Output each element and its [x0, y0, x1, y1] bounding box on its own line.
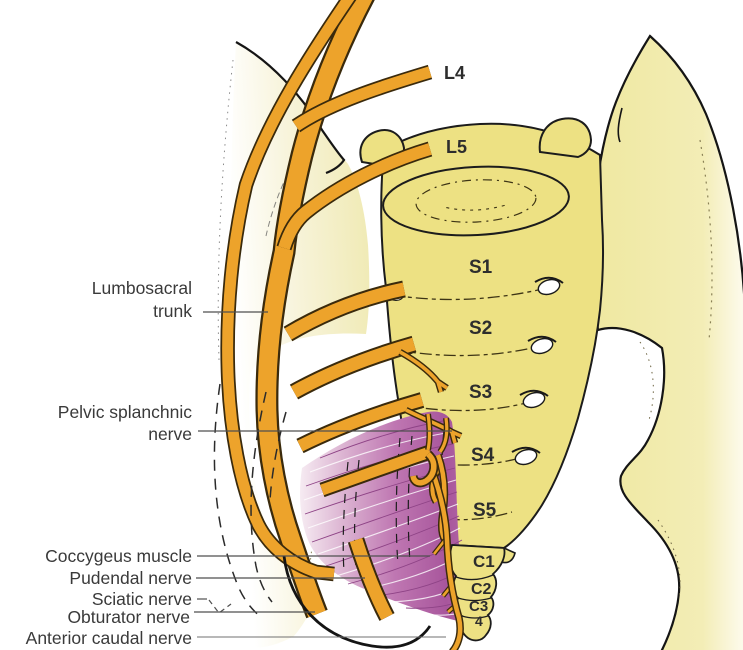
- label-pelvic-splanchnic-line1: Pelvic splanchnic: [58, 402, 192, 422]
- obturator-nerve-shape: [220, 0, 357, 582]
- coccygeus-muscle-shape: [300, 411, 472, 624]
- s2-nerve-root: [289, 335, 449, 400]
- right-hip-bone: [592, 34, 743, 650]
- label-coccygeus-muscle: Coccygeus muscle: [45, 546, 192, 566]
- coccyx-bone: [449, 544, 516, 642]
- l5-right-process: [538, 117, 593, 159]
- pudendal-nerve-shape: [347, 537, 395, 621]
- label-pudendal-nerve: Pudendal nerve: [69, 568, 192, 588]
- leader-lines: [194, 311, 452, 638]
- l4-nerve-root: [291, 64, 433, 133]
- vertebral-level-labels: L4 L5 S1 S2 S3 S4 S5 C1 C2 C3 4: [444, 63, 497, 629]
- label-s4: S4: [471, 445, 495, 466]
- label-sciatic-nerve: Sciatic nerve: [92, 589, 192, 609]
- label-s2: S2: [469, 318, 492, 339]
- label-c4: 4: [475, 613, 483, 629]
- label-obturator-nerve: Obturator nerve: [67, 607, 190, 627]
- structure-labels: Lumbosacral trunk Pelvic splanchnic nerv…: [26, 278, 193, 648]
- label-lumbosacral-trunk-line2: trunk: [153, 301, 192, 321]
- label-s1: S1: [469, 257, 493, 278]
- label-s3: S3: [469, 382, 492, 403]
- s4-nerve-root: [319, 444, 439, 498]
- label-c1: C1: [473, 552, 495, 571]
- s1-nerve-root: [283, 280, 406, 342]
- leader-sciatic-nerve-dashes: [208, 599, 232, 614]
- label-c2: C2: [471, 581, 492, 598]
- l5-nerve-root: [276, 141, 433, 251]
- label-lumbosacral-trunk-line1: Lumbosacral: [92, 278, 192, 298]
- nerves: [220, 0, 464, 650]
- sciatic-nerve-dashed-outline: [213, 383, 287, 619]
- label-pelvic-splanchnic-line2: nerve: [148, 424, 192, 444]
- label-anterior-caudal-nerve: Anterior caudal nerve: [26, 628, 192, 648]
- label-l5: L5: [446, 137, 467, 157]
- label-l4: L4: [444, 63, 465, 83]
- label-c3: C3: [469, 598, 488, 615]
- sacral-promontory: [382, 165, 570, 237]
- label-s5: S5: [473, 500, 497, 521]
- pelvic-floor-outline: [282, 555, 432, 649]
- s3-nerve-root: [296, 392, 463, 454]
